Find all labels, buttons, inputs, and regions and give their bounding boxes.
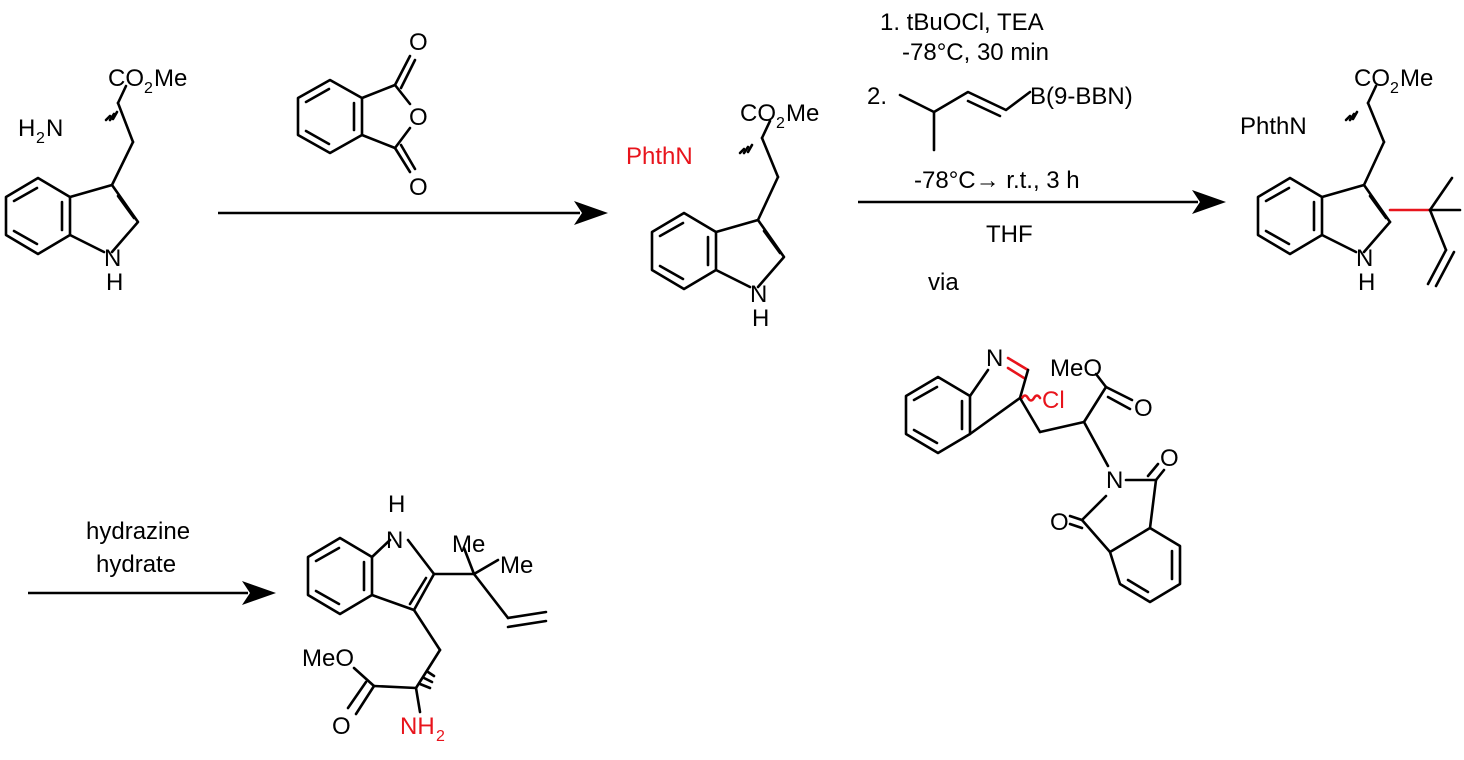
anhydride-o-bottom: O bbox=[409, 174, 428, 201]
indole-nh-h: H bbox=[106, 269, 123, 296]
final-nh2-sub: 2 bbox=[436, 728, 445, 745]
indole-nh-h-2: H bbox=[752, 305, 769, 332]
imide-o-2: O bbox=[1050, 509, 1069, 536]
final-nh2-label: NH bbox=[400, 713, 435, 740]
reagent-step2-boron: B(9-BBN) bbox=[1030, 83, 1133, 110]
ester-sub: 2 bbox=[144, 80, 153, 97]
reagent-step2-line3-num: 2. bbox=[867, 83, 887, 110]
ester-me-3: Me bbox=[1400, 65, 1433, 92]
hashed-wedge-final bbox=[418, 670, 436, 690]
imine-double-bond bbox=[1006, 356, 1030, 372]
final-nh-h: H bbox=[388, 491, 405, 518]
compound-final-product: H N Me Me MeO O NH 2 bbox=[302, 491, 548, 745]
amine-n: N bbox=[46, 115, 63, 142]
phthn-red-label: PhthN bbox=[626, 143, 693, 170]
reagent-step2-line1: 1. tBuOCl, TEA bbox=[880, 9, 1044, 36]
final-me-1: Me bbox=[452, 531, 485, 558]
reagent-step3-line2: hydrate bbox=[96, 551, 176, 578]
ester-co: CO bbox=[108, 65, 144, 92]
indolenine-n: N bbox=[986, 345, 1003, 372]
chloro-label: Cl bbox=[1042, 387, 1065, 414]
phthalic-anhydride: O O O bbox=[296, 29, 428, 201]
final-meo: MeO bbox=[302, 645, 354, 672]
ester-co-3: CO bbox=[1354, 65, 1390, 92]
prenyl-borane bbox=[898, 90, 1032, 152]
compound-nphth-tryptophan: N H CO 2 Me PhthN bbox=[626, 100, 819, 332]
amine-sub: 2 bbox=[36, 130, 45, 147]
ester-me: Me bbox=[154, 65, 187, 92]
benzene-ring bbox=[4, 176, 72, 256]
ester-me-2: Me bbox=[786, 100, 819, 127]
chloroindolenine-intermediate: N Cl MeO O N O O bbox=[904, 345, 1182, 604]
compound-tryptophan-methyl-ester: N H CO 2 Me H 2 N bbox=[4, 65, 187, 296]
indole-nh-n-2: N bbox=[750, 281, 767, 308]
compound-reverse-prenylated: N H CO 2 Me PhthN bbox=[1240, 65, 1462, 296]
ester-sub-2: 2 bbox=[776, 115, 785, 132]
reaction-arrow-3 bbox=[28, 581, 276, 605]
ester-co-2: CO bbox=[740, 100, 776, 127]
anhydride-o-top: O bbox=[409, 29, 428, 56]
reagent-step2-line2: -78°C, 30 min bbox=[902, 39, 1049, 66]
reaction-arrow-2 bbox=[858, 190, 1226, 214]
anhydride-o-ring: O bbox=[409, 104, 428, 131]
intermediate-meo: MeO bbox=[1050, 355, 1102, 382]
indole-nh-h-3: H bbox=[1358, 269, 1375, 296]
wavy-bond bbox=[1020, 394, 1042, 402]
indole-nh-n-3: N bbox=[1356, 245, 1373, 272]
ester-sub-3: 2 bbox=[1390, 80, 1399, 97]
ester-carbonyl-o: O bbox=[1134, 395, 1153, 422]
reaction-arrow-1 bbox=[218, 201, 608, 225]
reagent-step2-solvent: THF bbox=[986, 221, 1033, 248]
imide-o-1: O bbox=[1160, 445, 1179, 472]
reagent-step3-line1: hydrazine bbox=[86, 518, 190, 545]
phthalimide-n: N bbox=[1106, 467, 1123, 494]
hashed-wedge-3 bbox=[1344, 110, 1359, 122]
final-me-2: Me bbox=[500, 552, 533, 579]
reagent-step2-via: via bbox=[928, 269, 959, 296]
final-nh-n: N bbox=[386, 527, 403, 554]
reagent-step2-line4: -78°C→ r.t., 3 h bbox=[914, 167, 1080, 194]
indole-nh-n: N bbox=[104, 245, 121, 272]
final-carbonyl-o: O bbox=[332, 713, 351, 740]
amine-h: H bbox=[18, 115, 35, 142]
pyrrole-ring bbox=[68, 183, 140, 254]
hashed-wedge-2 bbox=[738, 143, 754, 155]
phthn-label-3: PhthN bbox=[1240, 113, 1307, 140]
hashed-wedge bbox=[104, 110, 119, 122]
